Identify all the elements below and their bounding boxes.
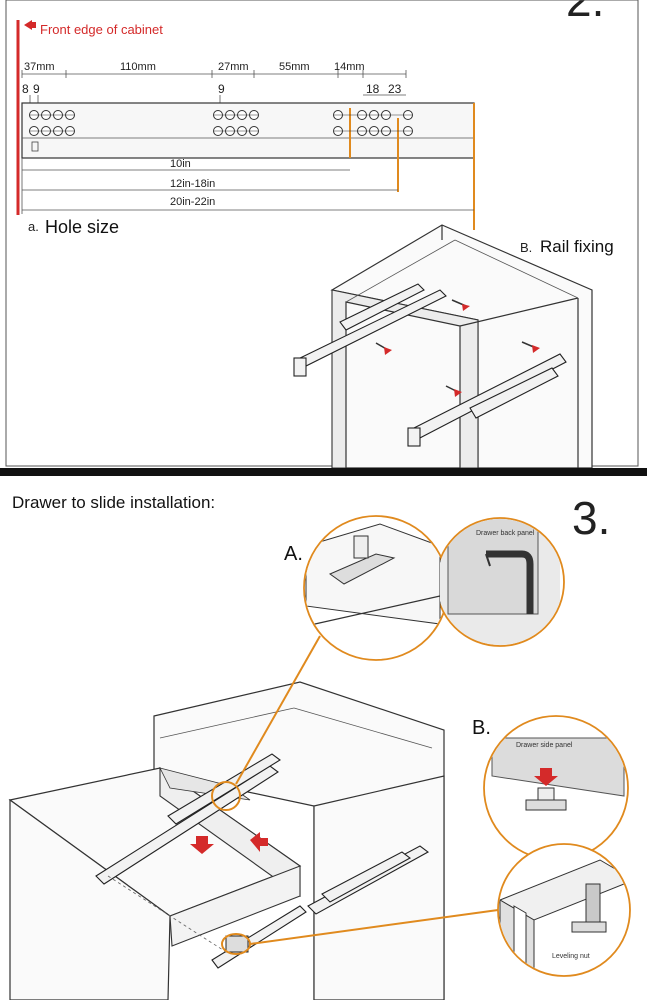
panel-divider [0, 468, 647, 476]
step-3-number: 3. [572, 492, 610, 544]
detail-b-zoom: Drawer side panel Leveling nut [483, 715, 631, 977]
cabinet-illustration [330, 224, 593, 468]
step-2-diagram: 2. Front edge of cabinet 37mm 110mm 27mm… [5, 0, 639, 468]
cabinet-with-drawer [153, 681, 445, 1000]
step-2-panel: 2. Front edge of cabinet 37mm 110mm 27mm… [0, 0, 647, 468]
dim-110: 110mm [120, 61, 156, 73]
drawer-box [8, 753, 307, 1000]
step-3-title: Drawer to slide installation: [12, 493, 215, 512]
length-12-18in: 12in-18in [170, 178, 215, 190]
hole-size-letter: a. [28, 219, 39, 234]
drawer-back-panel-label: Drawer back panel [476, 530, 535, 537]
front-edge-label: Front edge of cabinet [40, 22, 163, 37]
dim-55: 55mm [279, 61, 310, 73]
dim-37: 37mm [24, 61, 55, 73]
dim-18: 18 [366, 82, 380, 96]
callout-lines [211, 635, 499, 955]
leveling-nut-label: Leveling nut [552, 953, 590, 960]
dim-14: 14mm [334, 61, 365, 73]
dim-27: 27mm [218, 61, 249, 73]
dim-23: 23 [388, 82, 402, 96]
length-20-22in: 20in-22in [170, 196, 215, 208]
detail-a-zoom: Drawer back panel [303, 515, 565, 661]
label-b: B. [472, 717, 491, 739]
hole-dimension-labels: 37mm 110mm 27mm 55mm 14mm 8 9 9 18 23 [22, 61, 402, 96]
step-3-diagram: Drawer to slide installation: 3. A. Draw… [8, 492, 631, 1000]
step-number: 2. [566, 0, 604, 26]
slide-rails [293, 283, 567, 447]
rail-fixing-caption: Rail fixing [540, 237, 614, 256]
dim-9a: 9 [33, 82, 40, 96]
hole-size-caption: Hole size [45, 217, 119, 237]
rail-fixing-letter: B. [520, 240, 532, 255]
dim-9b: 9 [218, 82, 225, 96]
screw-arrows [375, 299, 540, 397]
dim-8: 8 [22, 82, 29, 96]
length-10in: 10in [170, 158, 191, 170]
label-a: A. [284, 543, 303, 565]
step-3-panel: Drawer to slide installation: 3. A. Draw… [0, 476, 647, 1000]
mounting-holes [29, 110, 413, 136]
drawer-side-panel-label: Drawer side panel [516, 742, 573, 749]
